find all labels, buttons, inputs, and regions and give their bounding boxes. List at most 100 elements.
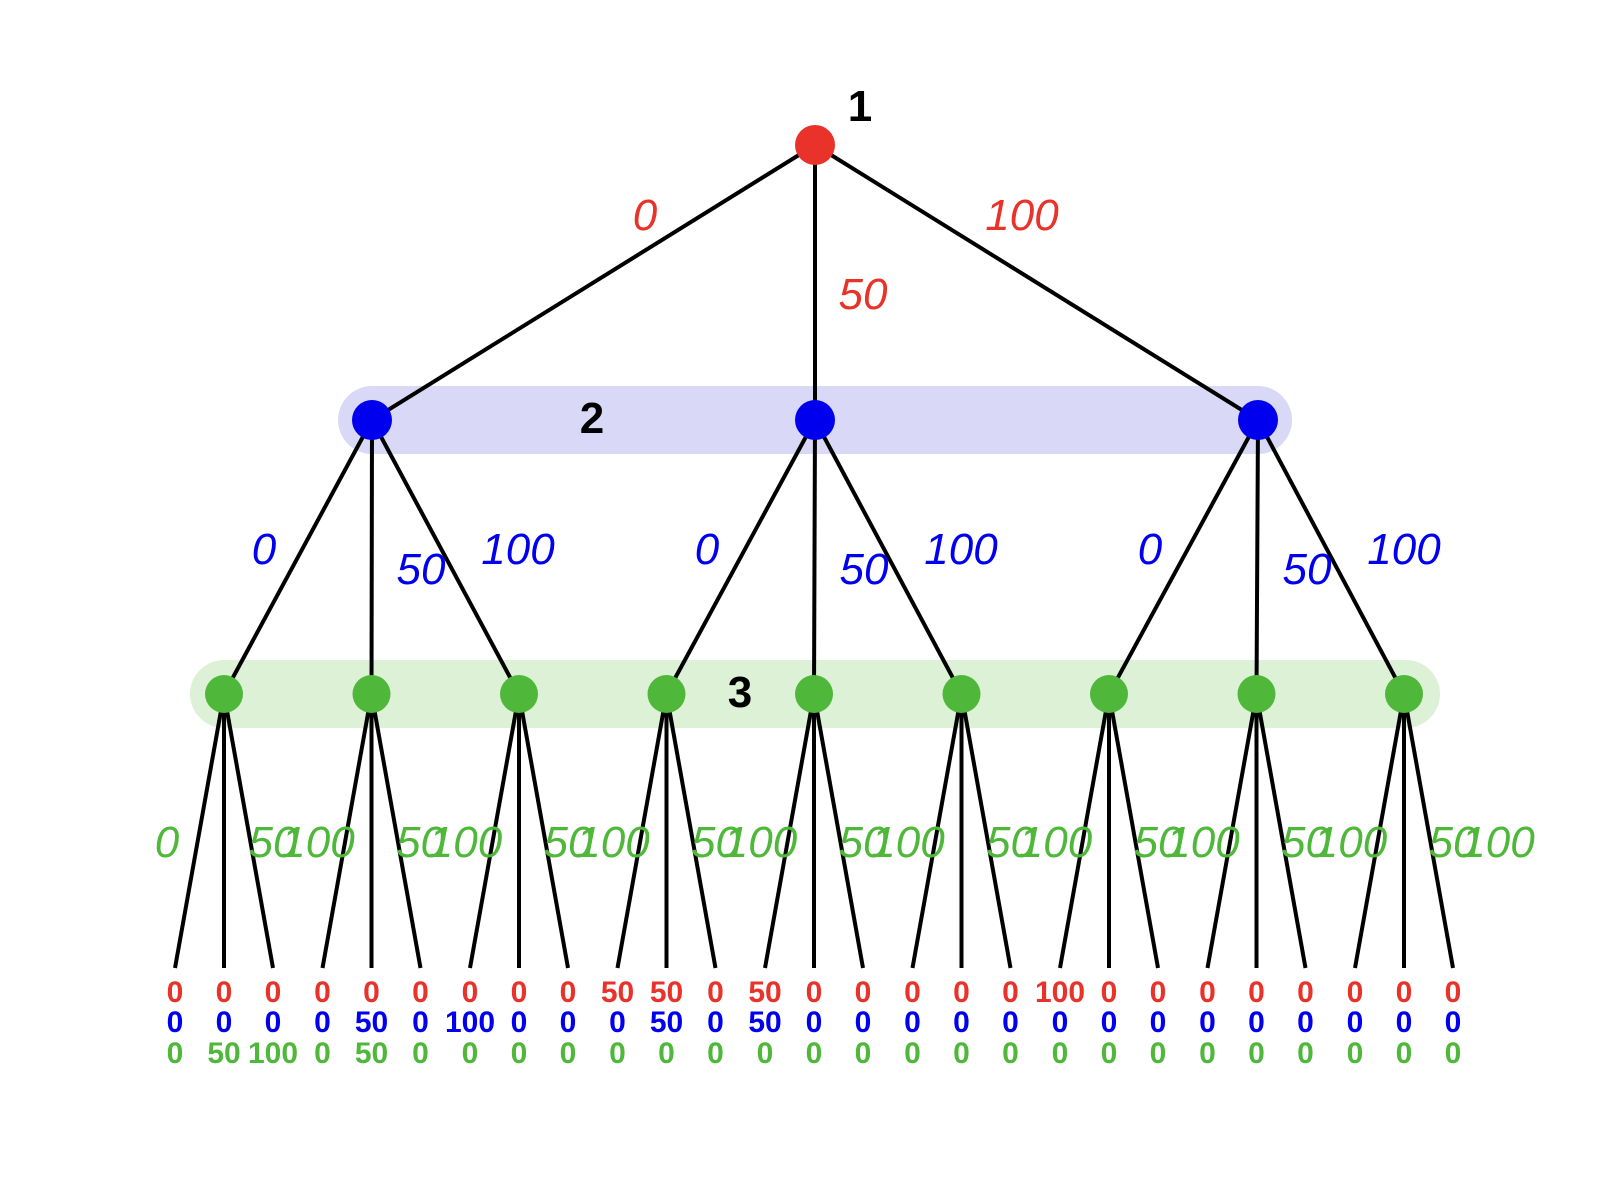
action-label-p3-8-1: 50 (1429, 818, 1478, 867)
edge-p3-leaf-9 (615, 693, 669, 969)
payoff-leaf-7-player-1: 0 (511, 976, 528, 1009)
payoff-leaf-2-player-1: 0 (265, 976, 282, 1009)
action-label-p2-2-0: 0 (1138, 525, 1163, 574)
node-player-2-2 (1238, 400, 1278, 440)
payoff-leaf-26-player-1: 0 (1445, 976, 1462, 1009)
edge-p2-node-8 (1256, 419, 1406, 695)
payoff-leaf-2-player-3: 100 (248, 1037, 298, 1070)
action-label-p3-5-1: 50 (986, 818, 1035, 867)
edge-p3-leaf-14 (812, 693, 865, 969)
payoff-leaf-17-player-3: 0 (1002, 1037, 1019, 1070)
action-label-p3-6-2: 100 (1166, 818, 1240, 867)
player-1-label: 1 (848, 82, 872, 131)
payoff-leaf-15-player-3: 0 (904, 1037, 921, 1070)
payoff-leaf-16-player-3: 0 (953, 1037, 970, 1070)
payoff-leaf-23-player-2: 0 (1297, 1006, 1314, 1039)
payoff-leaf-14-player-1: 0 (855, 976, 872, 1009)
payoff-leaf-24-player-3: 0 (1347, 1037, 1364, 1070)
payoff-leaf-0-player-3: 0 (167, 1037, 184, 1070)
node-player-3-5 (942, 675, 981, 713)
payoff-leaf-22-player-3: 0 (1248, 1037, 1265, 1070)
payoff-leaf-26-player-2: 0 (1445, 1006, 1462, 1039)
edge-p3-leaf-12 (763, 693, 816, 969)
node-player-3-6 (1090, 675, 1128, 713)
payoff-leaf-6-player-2: 100 (445, 1006, 495, 1039)
payoff-leaf-4-player-1: 0 (363, 976, 380, 1009)
edge-p3-leaf-15 (910, 693, 964, 969)
action-label-p3-7-1: 50 (1281, 818, 1330, 867)
action-label-p3-0-1: 50 (249, 818, 298, 867)
action-label-p3-7-2: 100 (1314, 818, 1388, 867)
payoff-leaf-19-player-1: 0 (1101, 976, 1118, 1009)
payoff-leaf-11-player-1: 0 (707, 976, 724, 1009)
payoff-leaf-24-player-1: 0 (1347, 976, 1364, 1009)
payoff-leaf-18-player-3: 0 (1052, 1037, 1069, 1070)
payoff-leaf-9-player-2: 0 (609, 1006, 626, 1039)
edge-p3-leaf-20 (1107, 693, 1160, 969)
payoff-leaf-23-player-3: 0 (1297, 1037, 1314, 1070)
payoff-leaf-17-player-2: 0 (1002, 1006, 1019, 1039)
edge-p2-node-4 (812, 419, 817, 695)
payoff-leaf-23-player-1: 0 (1297, 976, 1314, 1009)
payoff-leaf-10-player-2: 50 (650, 1006, 683, 1039)
node-player-3-8 (1385, 675, 1423, 713)
action-label-p2-1-1: 50 (840, 545, 889, 594)
edge-p1-action-0 (370, 143, 817, 422)
action-label-p2-1-0: 0 (695, 525, 720, 574)
payoff-leaf-13-player-3: 0 (806, 1037, 823, 1070)
payoff-leaf-8-player-3: 0 (560, 1037, 577, 1070)
payoff-leaf-9-player-3: 0 (609, 1037, 626, 1070)
payoff-leaf-16-player-1: 0 (953, 976, 970, 1009)
payoff-leaf-6-player-3: 0 (462, 1037, 479, 1070)
action-label-p2-0-0: 0 (252, 525, 277, 574)
action-label-p2-2-1: 50 (1283, 545, 1332, 594)
payoff-leaf-25-player-1: 0 (1396, 976, 1413, 1009)
payoff-leaf-11-player-2: 0 (707, 1006, 724, 1039)
payoff-leaf-14-player-3: 0 (855, 1037, 872, 1070)
payoff-leaf-12-player-3: 0 (757, 1037, 774, 1070)
payoff-leaf-19-player-2: 0 (1101, 1006, 1118, 1039)
action-label-p1-2: 100 (985, 191, 1059, 240)
payoff-leaf-10-player-1: 50 (650, 976, 683, 1009)
payoff-leaf-1-player-2: 0 (216, 1006, 233, 1039)
edge-p3-leaf-11 (664, 693, 718, 969)
payoff-leaf-9-player-1: 50 (601, 976, 634, 1009)
payoff-leaf-19-player-3: 0 (1101, 1037, 1118, 1070)
payoff-leaf-1-player-1: 0 (216, 976, 233, 1009)
payoff-leaf-11-player-3: 0 (707, 1037, 724, 1070)
edge-p3-leaf-23 (1254, 693, 1308, 969)
node-player-1 (795, 125, 835, 165)
payoff-leaf-18-player-1: 100 (1035, 976, 1085, 1009)
payoff-leaf-7-player-2: 0 (511, 1006, 528, 1039)
edge-p3-leaf-6 (468, 693, 521, 969)
payoff-leaf-13-player-2: 0 (806, 1006, 823, 1039)
edge-p3-leaf-5 (369, 693, 423, 969)
action-label-p3-3-1: 50 (691, 818, 740, 867)
action-label-p2-2-2: 100 (1367, 525, 1441, 574)
edge-p2-node-3 (664, 419, 817, 695)
action-label-p3-1-2: 100 (429, 818, 503, 867)
payoff-leaf-20-player-1: 0 (1150, 976, 1167, 1009)
action-label-p2-1-2: 100 (924, 525, 998, 574)
payoff-leaf-3-player-3: 0 (314, 1037, 331, 1070)
node-player-3-0 (205, 675, 243, 713)
action-label-p3-0-2: 100 (281, 818, 355, 867)
payoff-leaf-12-player-1: 50 (748, 976, 781, 1009)
node-player-3-4 (795, 675, 833, 713)
payoff-leaf-15-player-1: 0 (904, 976, 921, 1009)
action-label-p3-2-1: 50 (544, 818, 593, 867)
action-label-p2-0-1: 50 (397, 545, 446, 594)
payoff-leaf-0-player-1: 0 (167, 976, 184, 1009)
payoff-leaf-2-player-2: 0 (265, 1006, 282, 1039)
action-label-p3-4-1: 50 (839, 818, 888, 867)
payoff-leaf-0-player-2: 0 (167, 1006, 184, 1039)
edge-p2-node-1 (369, 419, 374, 695)
node-player-3-1 (352, 675, 391, 713)
edge-p3-leaf-26 (1402, 693, 1455, 969)
payoff-leaf-8-player-2: 0 (560, 1006, 577, 1039)
edge-p2-node-5 (813, 419, 964, 695)
payoff-leaf-20-player-2: 0 (1150, 1006, 1167, 1039)
payoff-leaf-4-player-2: 50 (355, 1006, 388, 1039)
nodes (205, 125, 1423, 713)
